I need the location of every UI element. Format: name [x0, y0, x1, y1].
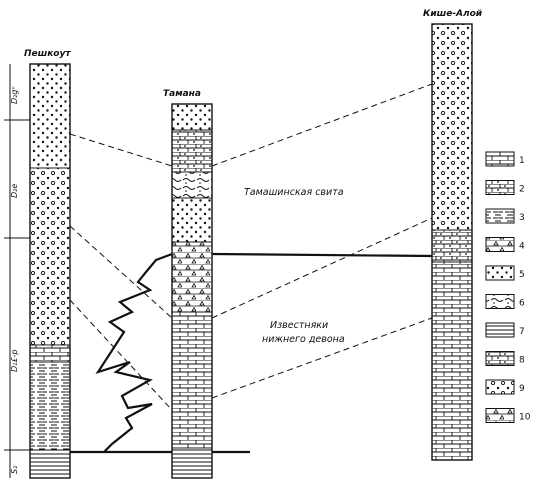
note-tamashin-suite: Тамашинская свита: [244, 187, 344, 198]
column-layer-tuff: [171, 171, 213, 199]
column-layer-dots: [171, 197, 213, 243]
boundary-line-top: [211, 252, 433, 258]
stage-label-s2: S₂: [10, 465, 19, 474]
legend-number: 2: [519, 185, 525, 195]
legend-number: 5: [519, 270, 525, 280]
column-layer-brick: [431, 261, 473, 461]
column-layer-brickdots: [431, 229, 473, 263]
column-tamana: [171, 103, 213, 479]
legend: 1 2 3 4 5 6 7 8 9 10: [485, 151, 531, 423]
column-frame: [431, 23, 473, 461]
column-peshkout: [29, 63, 71, 479]
legend-swatch: [485, 265, 515, 281]
legend-swatch: [485, 208, 515, 224]
column-layer-marl: [29, 361, 71, 451]
legend-swatch: [485, 237, 515, 252]
legend-swatch: [485, 180, 515, 195]
legend-number: 6: [519, 299, 525, 309]
boundary-lines: [70, 252, 433, 454]
note-limestone-line1: Известняки: [270, 320, 328, 331]
column-layer-brick: [29, 344, 71, 363]
column-frame: [171, 103, 213, 479]
correlation-line: [211, 83, 433, 167]
legend-number: 9: [519, 384, 525, 394]
legend-number: 7: [519, 327, 525, 337]
column-layer-dots: [29, 63, 71, 169]
correlation-line: [69, 133, 173, 167]
column-title-peshkout: Пешкоут: [24, 49, 71, 59]
facies-zigzag: [95, 252, 173, 453]
correlation-line: [211, 317, 433, 399]
column-title-tamana: Тамана: [163, 89, 201, 99]
legend-swatch: [485, 408, 515, 423]
legend-swatch: [485, 294, 515, 309]
column-frame: [29, 63, 71, 479]
stage-label-d1ep: D₁£-p: [10, 350, 19, 372]
legend-number: 4: [519, 242, 525, 252]
column-layer-triangles: [171, 241, 213, 313]
note-limestone-line2: нижнего девона: [262, 334, 345, 345]
legend-swatch: [485, 351, 515, 366]
correlation-line: [211, 217, 433, 319]
legend-number: 10: [519, 413, 531, 423]
legend-number: 8: [519, 356, 525, 366]
column-layer-circles: [431, 23, 473, 231]
legend-number: 1: [519, 156, 525, 166]
legend-swatch: [485, 322, 515, 338]
legend-number: 3: [519, 213, 525, 223]
column-layer-circles: [29, 167, 71, 346]
column-layer-brickdots: [171, 129, 213, 173]
stage-scale: D₂gᵛ D₂e D₁£-p S₂: [4, 64, 30, 478]
correlation-lines: [69, 83, 433, 411]
stage-label-d2gv: D₂gᵛ: [10, 86, 19, 104]
column-layer-brick: [171, 311, 213, 449]
correlation-line: [69, 299, 173, 411]
column-layer-shale: [29, 449, 71, 479]
column-kishe-aloi: [431, 23, 473, 461]
column-title-kishe-aloi: Кише-Алой: [423, 9, 483, 19]
column-layer-dots: [171, 103, 213, 131]
correlation-line: [69, 225, 173, 319]
legend-swatch: [485, 151, 515, 167]
legend-swatch: [485, 379, 515, 395]
column-layer-shale: [171, 447, 213, 479]
stage-label-d2e: D₂e: [10, 184, 19, 198]
